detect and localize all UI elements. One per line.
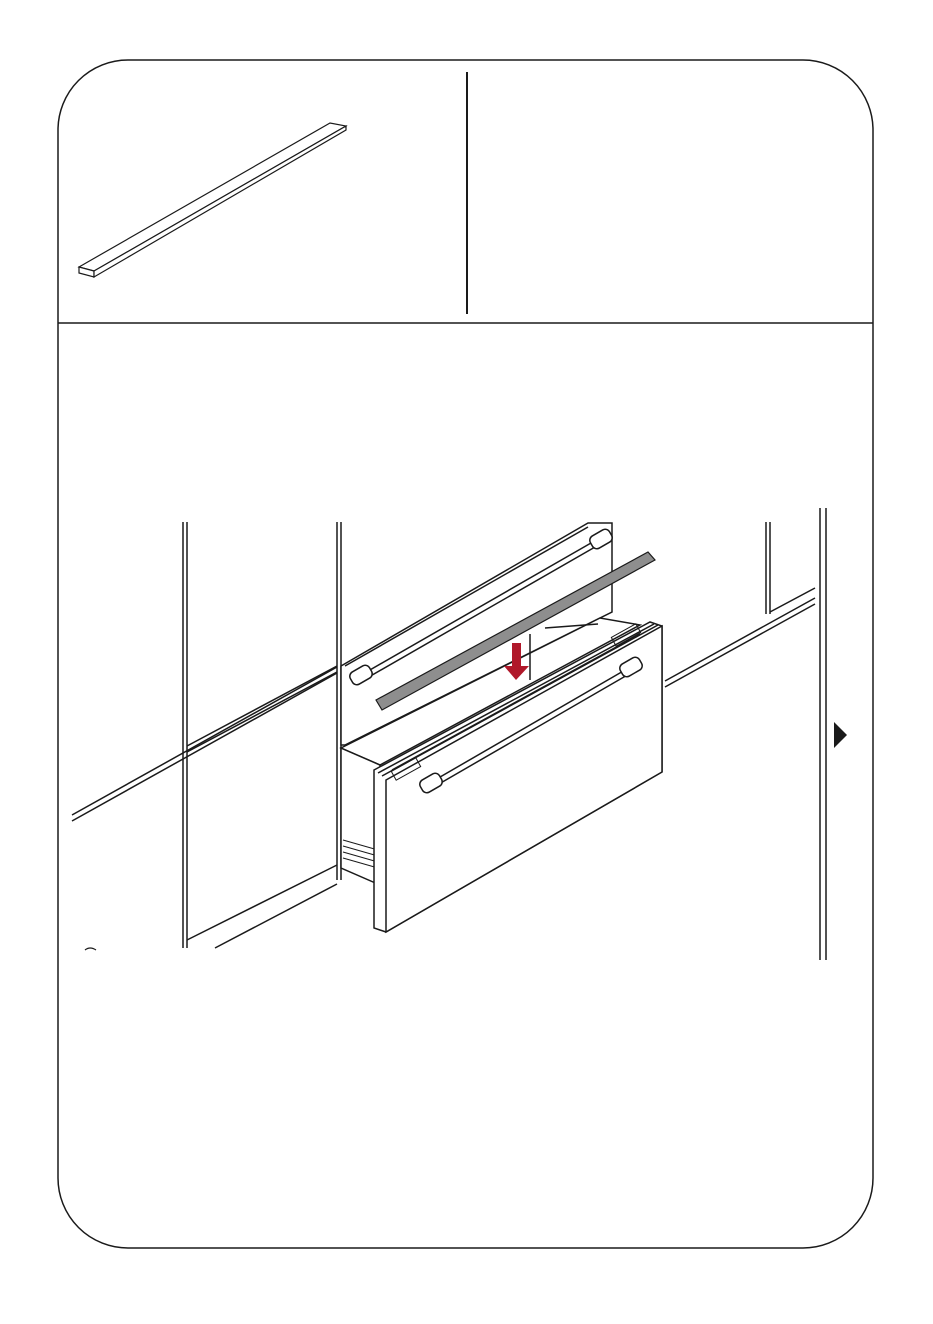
installation-illustration [72, 508, 826, 960]
trim-strip-part [79, 123, 346, 277]
next-page-arrow-icon[interactable] [834, 722, 847, 748]
edge-mark [85, 948, 96, 950]
